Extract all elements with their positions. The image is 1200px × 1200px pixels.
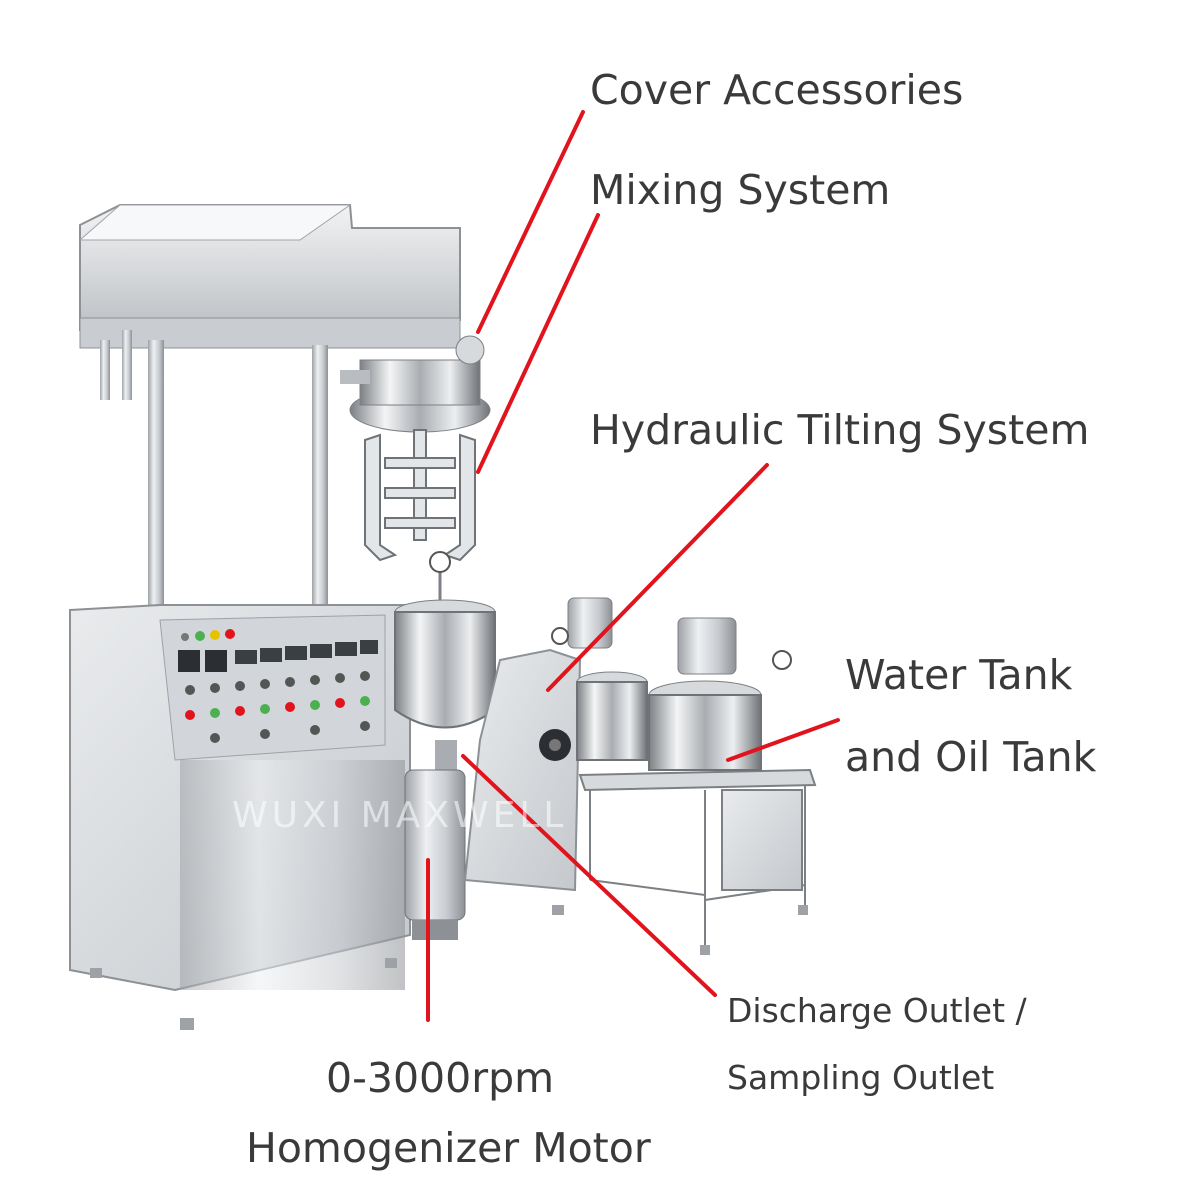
- label-mixing-system: Mixing System: [590, 166, 891, 214]
- vessel-lid-assembly: [340, 335, 491, 433]
- leader-line-cover-accessories: [476, 110, 585, 334]
- leader-line-water-oil-tank: [726, 718, 840, 762]
- control-panel-controls: [178, 629, 378, 743]
- watermark: WUXI MAXWELL: [232, 795, 568, 836]
- label-discharge-outlet-line1: Discharge Outlet /: [727, 991, 1027, 1030]
- hydraulic-columns: [100, 330, 328, 610]
- tilting-base: [463, 648, 582, 892]
- emulsifying-vessel: [394, 599, 496, 770]
- leader-line-discharge-outlet: [461, 754, 717, 997]
- label-hydraulic-tilting-system: Hydraulic Tilting System: [590, 406, 1090, 454]
- label-discharge-outlet-line2: Sampling Outlet: [727, 1058, 995, 1097]
- label-motor-speed: 0-3000rpm: [326, 1054, 555, 1102]
- homogenizer-motor: [404, 769, 466, 940]
- label-water-tank-line2: and Oil Tank: [845, 733, 1097, 781]
- agitator-paddles: [364, 429, 476, 562]
- label-homogenizer-motor: Homogenizer Motor: [246, 1124, 651, 1172]
- leader-lines: [426, 110, 840, 1022]
- top-hood: [78, 204, 461, 349]
- leader-line-mixing-system: [476, 213, 600, 474]
- label-cover-accessories: Cover Accessories: [590, 66, 964, 114]
- leader-line-hydraulic-tilting: [546, 463, 769, 692]
- tank-stand: [578, 768, 817, 945]
- water-tank: [648, 617, 792, 771]
- pressure-gauge: [429, 551, 451, 600]
- machine-feet: [90, 905, 808, 1030]
- label-water-tank-line1: Water Tank: [845, 651, 1073, 699]
